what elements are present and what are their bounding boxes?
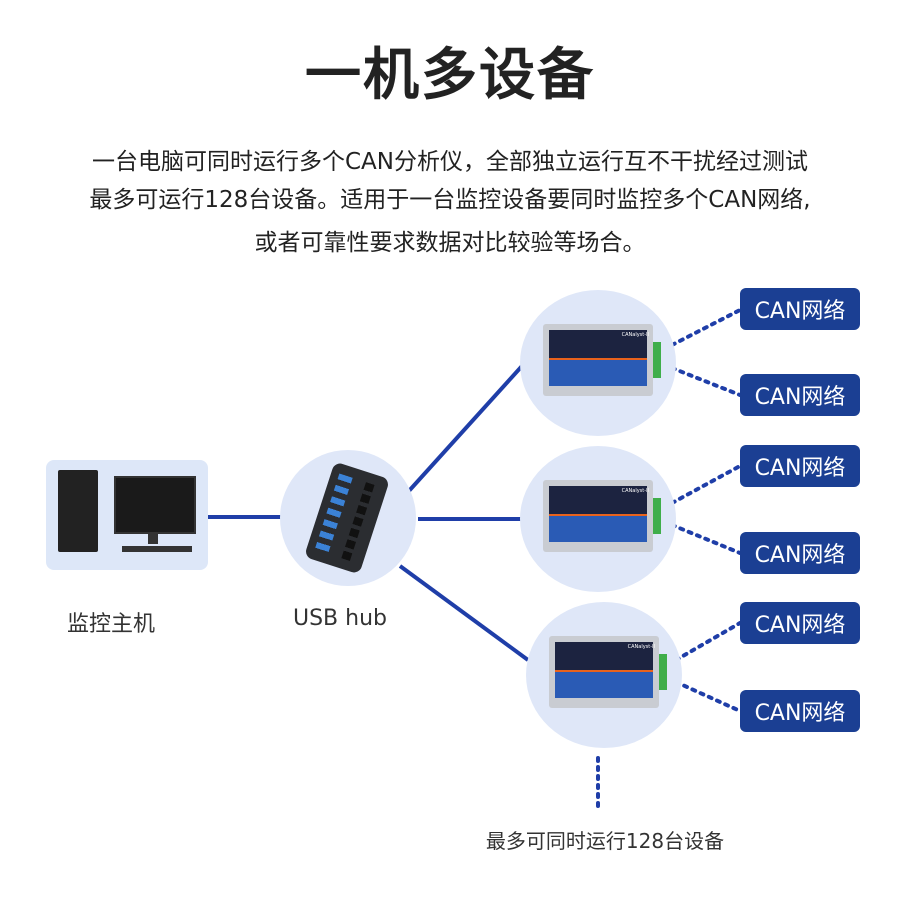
- can-analyzer-device: CANalyst-II: [543, 480, 661, 552]
- can-analyzer-device: CANalyst-II: [549, 636, 667, 708]
- description-line-3: 或者可靠性要求数据对比较验等场合。: [254, 230, 646, 256]
- can-network-box: CAN网络: [740, 445, 860, 487]
- description-line-2: 最多可运行128台设备。适用于一台监控设备要同时监控多个CAN网络,: [89, 187, 811, 213]
- hub-device3-line: [398, 564, 530, 662]
- footer-note: 最多可同时运行128台设备: [485, 829, 725, 853]
- monitor-icon: [114, 476, 196, 534]
- hub-device1-line: [406, 364, 524, 494]
- can-analyzer-device: CANalyst-II: [543, 324, 661, 396]
- host-computer-image: [46, 460, 208, 570]
- device-label: CANalyst-II: [621, 488, 649, 494]
- can-network-box: CAN网络: [740, 288, 860, 330]
- device-label: CANalyst-II: [621, 332, 649, 338]
- usb-hub-icon: [303, 461, 391, 575]
- page-title: 一机多设备: [305, 43, 595, 108]
- terminal-block-icon: [653, 342, 661, 378]
- hub-label: USB hub: [292, 606, 387, 631]
- can-network-box: CAN网络: [740, 690, 860, 732]
- can-network-box: CAN网络: [740, 374, 860, 416]
- keyboard-icon: [122, 546, 192, 552]
- description-line-1: 一台电脑可同时运行多个CAN分析仪，全部独立运行互不干扰经过测试: [92, 149, 808, 175]
- can-network-box: CAN网络: [740, 532, 860, 574]
- can-network-box: CAN网络: [740, 602, 860, 644]
- device-label: CANalyst-II: [627, 644, 655, 650]
- can-dotted-lines: [596, 308, 742, 814]
- terminal-block-icon: [653, 498, 661, 534]
- terminal-block-icon: [659, 654, 667, 690]
- usb-hub-circle: [280, 450, 416, 586]
- host-label: 监控主机: [66, 612, 155, 637]
- pc-tower-icon: [58, 470, 98, 552]
